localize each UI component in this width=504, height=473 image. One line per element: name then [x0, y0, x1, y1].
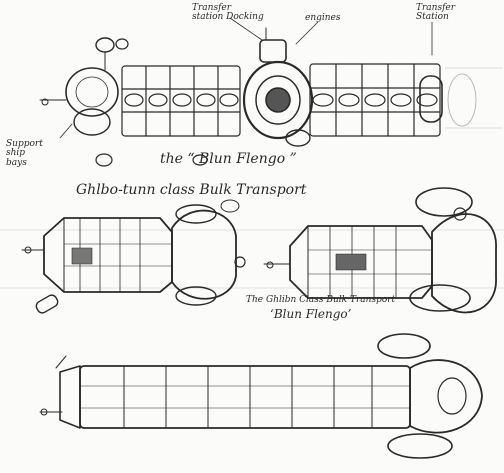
label-engines: engines — [305, 13, 341, 23]
mid-right-ship-drawing — [263, 187, 497, 314]
bottom-ship-drawing — [39, 333, 483, 459]
label-transfer-station: Transfer Station — [416, 3, 456, 23]
label-support-bays: Support ship bays — [6, 139, 43, 168]
top-ship-drawing — [39, 17, 503, 167]
label-ship-name-mid: ‘Blun Flengo’ — [270, 307, 352, 321]
label-class-title-top: Ghlbo-tunn class Bulk Transport — [76, 182, 307, 198]
label-class-title-mid: The Ghlibn Class Bulk Transport — [246, 295, 396, 305]
label-ship-name-top: the “ Blun Flengo ” — [160, 151, 297, 167]
label-transfer-docking: Transfer station Docking — [192, 3, 264, 23]
